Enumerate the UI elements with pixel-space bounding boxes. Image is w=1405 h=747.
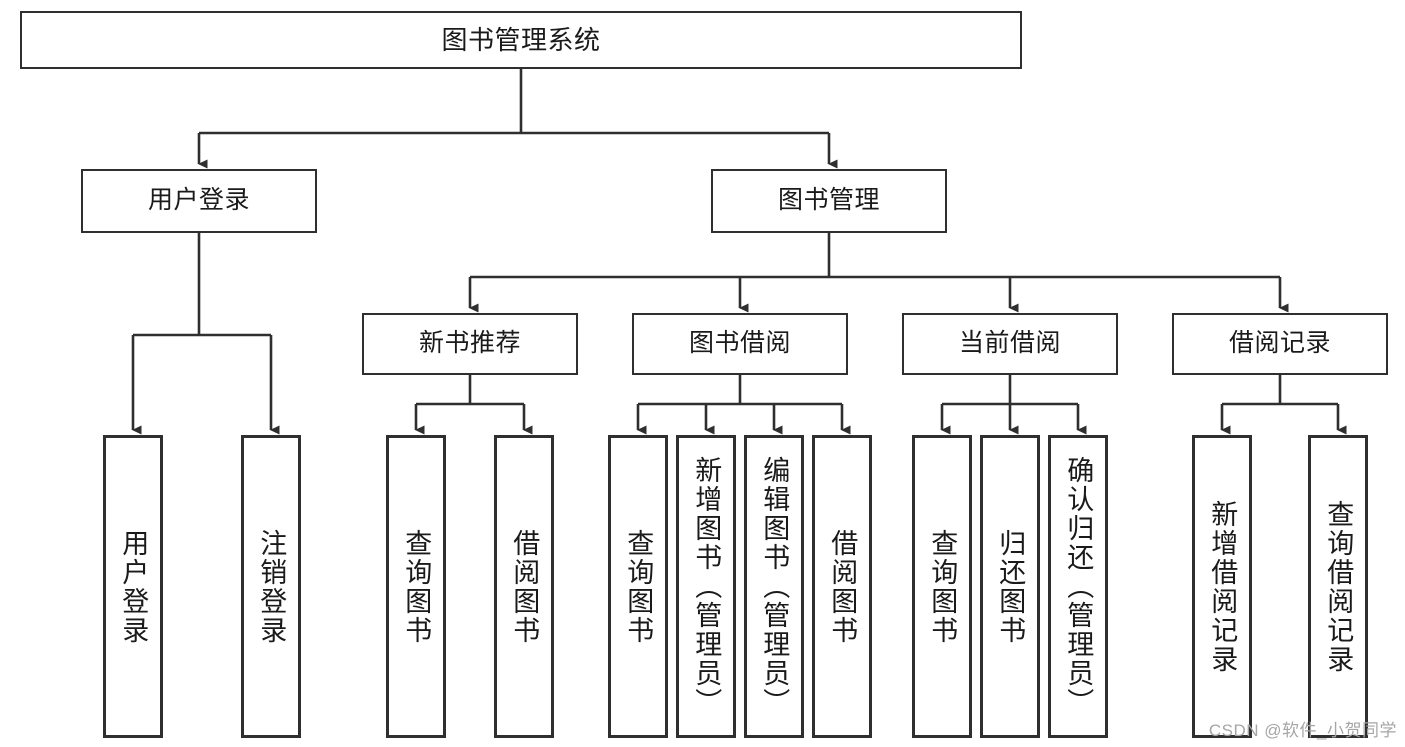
- node-label: 查询图书: [401, 528, 432, 645]
- node-label: 图书借阅: [688, 329, 791, 358]
- node-label: 新书推荐: [418, 329, 521, 358]
- node-book-management[interactable]: 图书管理: [711, 169, 947, 233]
- leaf-borrow-book-recommend[interactable]: 借阅图书: [494, 435, 554, 738]
- node-book-borrow[interactable]: 图书借阅: [632, 313, 848, 375]
- leaf-edit-book-admin[interactable]: 编辑图书（管理员）: [744, 435, 804, 738]
- node-new-book-recommend[interactable]: 新书推荐: [362, 313, 578, 375]
- node-user-login[interactable]: 用户登录: [81, 169, 317, 233]
- node-label: 新增借阅记录: [1207, 499, 1238, 674]
- node-label: 归还图书: [995, 528, 1026, 645]
- node-label: 用户登录: [118, 528, 149, 645]
- node-label: 用户登录: [147, 186, 250, 215]
- node-root-book-management-system[interactable]: 图书管理系统: [20, 11, 1022, 69]
- leaf-query-book-recommend[interactable]: 查询图书: [386, 435, 446, 738]
- leaf-user-login[interactable]: 用户登录: [103, 435, 163, 738]
- node-label: 图书管理: [777, 186, 880, 215]
- leaf-query-borrow-record[interactable]: 查询借阅记录: [1308, 435, 1368, 738]
- leaf-return-book[interactable]: 归还图书: [980, 435, 1040, 738]
- node-label: 借阅记录: [1228, 329, 1331, 358]
- node-label: 确认归还（管理员）: [1063, 456, 1094, 717]
- node-label: 当前借阅: [958, 329, 1061, 358]
- leaf-add-book-admin[interactable]: 新增图书（管理员）: [676, 435, 736, 738]
- node-label: 新增图书（管理员）: [691, 456, 722, 717]
- node-label: 编辑图书（管理员）: [759, 456, 790, 717]
- node-label: 注销登录: [256, 528, 287, 645]
- node-label: 查询图书: [623, 528, 654, 645]
- leaf-confirm-return-admin[interactable]: 确认归还（管理员）: [1048, 435, 1108, 738]
- node-borrow-record[interactable]: 借阅记录: [1172, 313, 1388, 375]
- node-label: 查询图书: [927, 528, 958, 645]
- watermark-text: CSDN @软件_小贺同学: [1208, 721, 1397, 740]
- leaf-add-borrow-record[interactable]: 新增借阅记录: [1192, 435, 1252, 738]
- leaf-query-book-borrow[interactable]: 查询图书: [608, 435, 668, 738]
- leaf-borrow-book[interactable]: 借阅图书: [812, 435, 872, 738]
- leaf-logout[interactable]: 注销登录: [241, 435, 301, 738]
- node-label: 借阅图书: [509, 528, 540, 645]
- node-label: 查询借阅记录: [1323, 499, 1354, 674]
- leaf-query-book-current[interactable]: 查询图书: [912, 435, 972, 738]
- node-label: 借阅图书: [827, 528, 858, 645]
- node-label: 图书管理系统: [441, 24, 601, 55]
- node-current-borrow[interactable]: 当前借阅: [902, 313, 1118, 375]
